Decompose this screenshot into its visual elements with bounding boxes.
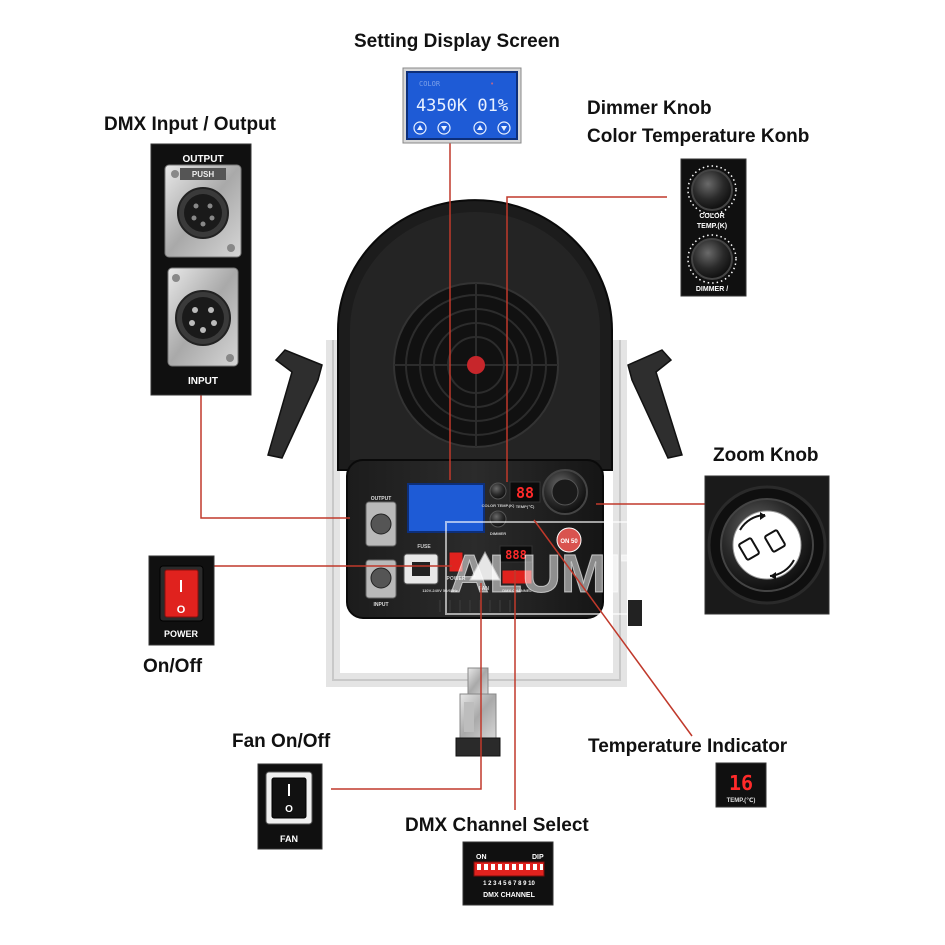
arrow-head-icon [760, 512, 766, 520]
label-color-temperature-knob: Color Temperature Konb [587, 126, 810, 147]
right-handle [627, 349, 683, 459]
up-arrow-icon[interactable] [417, 125, 423, 130]
fan-off-symbol: O [285, 804, 293, 815]
unit-output-label: OUTPUT [371, 496, 392, 502]
dmx-output-label: OUTPUT [182, 154, 223, 165]
brand-logo-icon [467, 356, 485, 374]
left-handle [267, 349, 323, 459]
unit-power-switch[interactable] [448, 551, 464, 573]
down-arrow-icon[interactable] [501, 126, 507, 131]
label-fan-on-off: Fan On/Off [232, 731, 331, 752]
tilt-lock [628, 600, 642, 626]
leader-knobs [506, 196, 667, 482]
unit-dmx-label: DMX CHANNEL [502, 588, 532, 593]
color-temp-label-2: TEMP.(K) [697, 223, 727, 230]
inset-dmx-io: OUTPUT PUSH INPUT [150, 143, 252, 396]
unit-dip-switch[interactable] [501, 569, 533, 585]
inset-fan-switch: O FAN [257, 763, 323, 850]
unit-color-temp-knob[interactable] [489, 482, 507, 500]
label-zoom-knob: Zoom Knob [713, 445, 819, 466]
dip-label: DIP [532, 854, 544, 861]
up-arrow-icon[interactable] [477, 125, 483, 130]
power-label: POWER [164, 629, 199, 639]
label-dimmer-knob: Dimmer Knob [587, 98, 712, 119]
color-temp-knob[interactable] [691, 169, 733, 211]
svg-text:•: • [490, 80, 494, 88]
unit-voltage-label: 110V-240V 50/60Hz [422, 588, 458, 593]
control-box: COLOR TEMP.(K) DIMMER 88 TEMP(℃) ON 50 O… [346, 459, 604, 619]
leader-dmx-io [200, 395, 350, 519]
power-rocker-switch[interactable] [164, 569, 199, 618]
lcd-main-value: 4350K 01% [416, 96, 508, 116]
unit-on50-badge: ON 50 [560, 539, 578, 545]
dimmer-knob[interactable] [691, 238, 733, 280]
inset-dmx-channel: ON DIP 1 2 3 4 5 6 7 8 9 10 DMX CHANNEL [462, 841, 554, 906]
dmx-channel-label: DMX CHANNEL [483, 892, 535, 899]
temp-readout: 16 [729, 771, 753, 795]
lcd-mode-label: COLOR [419, 80, 441, 88]
unit-dimmer-label: DIMMER [490, 531, 506, 536]
inset-knob-panel: COLOR TEMP.(K) DIMMER / [680, 158, 747, 297]
color-temp-label-1: COLOR [699, 213, 724, 220]
leader-lines [200, 143, 706, 810]
fan-label: FAN [280, 834, 298, 844]
unit-input-label: INPUT [374, 602, 389, 608]
label-setting-display-screen: Setting Display Screen [354, 31, 560, 52]
unit-dimmer-knob[interactable] [489, 510, 507, 528]
push-release-label: PUSH [192, 170, 214, 179]
label-temperature-indicator: Temperature Indicator [588, 736, 788, 757]
fresnel-housing [337, 199, 613, 471]
label-dmx-channel-select: DMX Channel Select [405, 815, 589, 836]
dmx-input-label: INPUT [188, 376, 218, 387]
unit-dmx-display: 888 [505, 548, 527, 562]
leader-fan [331, 583, 482, 790]
pole-mount [455, 667, 501, 757]
down-arrow-icon[interactable] [441, 126, 447, 131]
unit-fan-label: FAN [479, 586, 489, 592]
temp-unit-label: TEMP.(℃) [727, 797, 756, 804]
label-dmx-input-output: DMX Input / Output [104, 114, 277, 135]
inset-power-switch: O POWER [148, 555, 215, 646]
unit-power-label: POWER [447, 576, 466, 582]
inset-display-screen: COLOR • 4350K 01% [402, 67, 522, 144]
unit-colortemp-label: COLOR TEMP.(K) [482, 503, 515, 508]
dip-on-label: ON [476, 854, 487, 861]
dip-numbers: 1 2 3 4 5 6 7 8 9 10 [483, 881, 535, 887]
power-off-symbol: O [177, 604, 186, 616]
inset-temp-indicator: 16 TEMP.(℃) [715, 762, 767, 808]
fan-rocker-switch[interactable] [271, 777, 307, 819]
unit-fuse-label: FUSE [417, 544, 431, 550]
inset-zoom-knob [704, 475, 830, 615]
unit-temp-label: TEMP(℃) [516, 504, 535, 509]
label-on-off: On/Off [143, 656, 203, 677]
leader-temp [533, 519, 693, 737]
lcd-arrow-buttons[interactable] [413, 121, 511, 135]
unit-temp-display: 88 [516, 484, 534, 502]
dimmer-label: DIMMER / [696, 286, 728, 293]
